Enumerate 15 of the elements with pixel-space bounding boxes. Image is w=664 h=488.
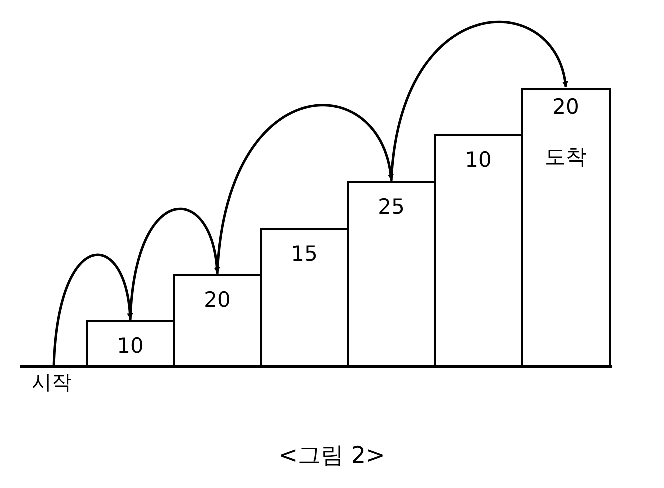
jump-arrow <box>52 254 134 368</box>
jump-arrow <box>216 104 394 274</box>
step-number: 10 <box>464 148 493 172</box>
step-number: 25 <box>377 195 406 219</box>
step-number: 10 <box>116 334 145 358</box>
step-number: 20 <box>552 95 580 119</box>
step-box <box>521 88 611 368</box>
step-label: 도착 <box>544 145 588 169</box>
jump-arrow <box>390 20 568 182</box>
step-box <box>86 320 175 368</box>
step-number: 15 <box>290 242 319 266</box>
figure-caption: <그림 2> <box>278 442 386 471</box>
jump-arrow <box>129 208 220 320</box>
step-number: 20 <box>203 288 232 312</box>
start-label: 시작 <box>26 369 78 397</box>
